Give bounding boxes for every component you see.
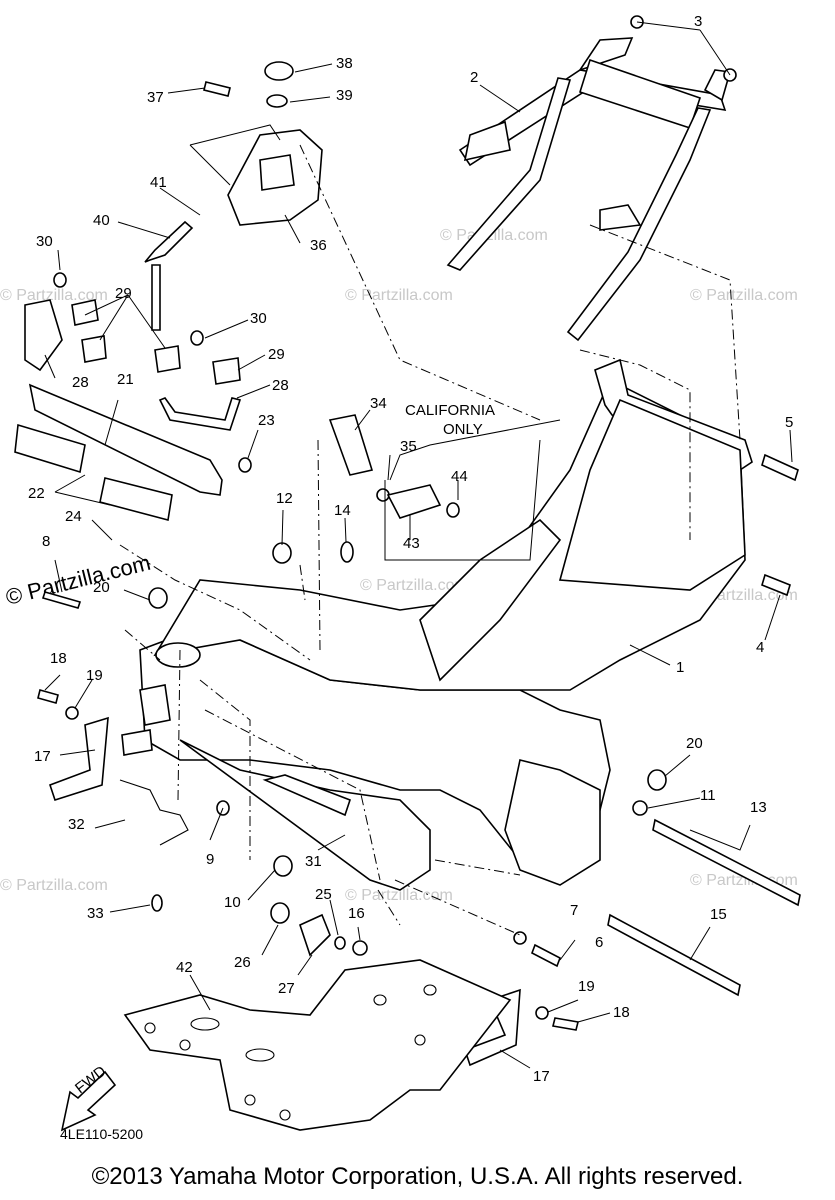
small-parts [48,15,737,1067]
watermark: © Partzilla.com [0,287,108,304]
callout-20-right: 20 [686,735,703,752]
callout-18-right: 18 [613,1004,630,1021]
callout-1: 1 [676,659,684,676]
callout-13: 13 [750,799,767,816]
watermark-layer: © Partzilla.com © Partzilla.com © Partzi… [0,227,798,904]
callout-2: 2 [470,69,478,86]
callout-30-right: 30 [250,310,267,327]
bolts [37,453,801,1031]
callout-9: 9 [206,851,214,868]
callout-19-left: 19 [86,667,103,684]
callout-21: 21 [117,371,134,388]
callout-5: 5 [785,414,793,431]
watermark: © Partzilla.com [360,577,468,594]
reservoir-tank [144,61,323,331]
callout-37: 37 [147,89,164,106]
callout-11: 11 [700,787,716,804]
watermark: © Partzilla.com [345,287,453,304]
callout-10: 10 [224,894,241,911]
leader-lines [44,21,793,1069]
callout-19-right: 19 [578,978,595,995]
watermark: © Partzilla.com [440,227,548,244]
callout-29-left: 29 [115,285,132,302]
left-brackets [14,299,242,521]
callout-18-left: 18 [50,650,67,667]
callout-32: 32 [68,816,85,833]
callout-33: 33 [87,905,104,922]
callout-40: 40 [93,212,110,229]
callout-17-right: 17 [533,1068,550,1085]
diagram-code: 4LE110-5200 [60,1126,144,1142]
main-frame [121,358,753,891]
callout-41: 41 [150,174,167,191]
callout-31: 31 [305,853,322,870]
callout-25: 25 [315,886,332,903]
callout-26: 26 [234,954,251,971]
callout-30-left: 30 [36,233,53,250]
engine-guard-plate [123,959,512,1131]
callout-7: 7 [570,902,578,919]
callout-28-right: 28 [272,377,289,394]
callout-20-left: 20 [93,579,110,596]
callout-38: 38 [336,55,353,72]
callout-15: 15 [710,906,727,923]
watermark: © Partzilla.com [0,877,108,894]
callout-labels: 1 2 3 4 5 7 6 8 9 10 11 12 13 14 15 16 1… [28,13,793,1085]
callout-28-left: 28 [72,374,89,391]
callout-24: 24 [65,508,82,525]
assembly-lines [119,144,741,936]
fwd-arrow-icon: FWD [60,1063,117,1132]
callout-22: 22 [28,485,45,502]
callout-16: 16 [348,905,365,922]
watermark: © Partzilla.com [690,287,798,304]
callout-23: 23 [258,412,275,429]
california-note-line2: ONLY [443,421,483,438]
callout-35: 35 [400,438,417,455]
callout-17-left: 17 [34,748,51,765]
callout-6: 6 [595,934,603,951]
callout-42: 42 [176,959,193,976]
callout-8: 8 [42,533,50,550]
california-note-line1: CALIFORNIA [405,402,495,419]
copyright-footer: ©2013 Yamaha Motor Corporation, U.S.A. A… [91,1163,744,1190]
callout-36: 36 [310,237,327,254]
california-detail: CALIFORNIA ONLY [384,402,561,561]
callout-4: 4 [756,639,764,656]
watermark: © Partzilla.com [345,887,453,904]
callout-34: 34 [370,395,387,412]
callout-43: 43 [403,535,420,552]
callout-39: 39 [336,87,353,104]
callout-14: 14 [334,502,351,519]
rear-subframe [446,37,732,342]
callout-12: 12 [276,490,293,507]
callout-27: 27 [278,980,295,997]
callout-3: 3 [694,13,702,30]
callout-44: 44 [451,468,468,485]
callout-29-right: 29 [268,346,285,363]
